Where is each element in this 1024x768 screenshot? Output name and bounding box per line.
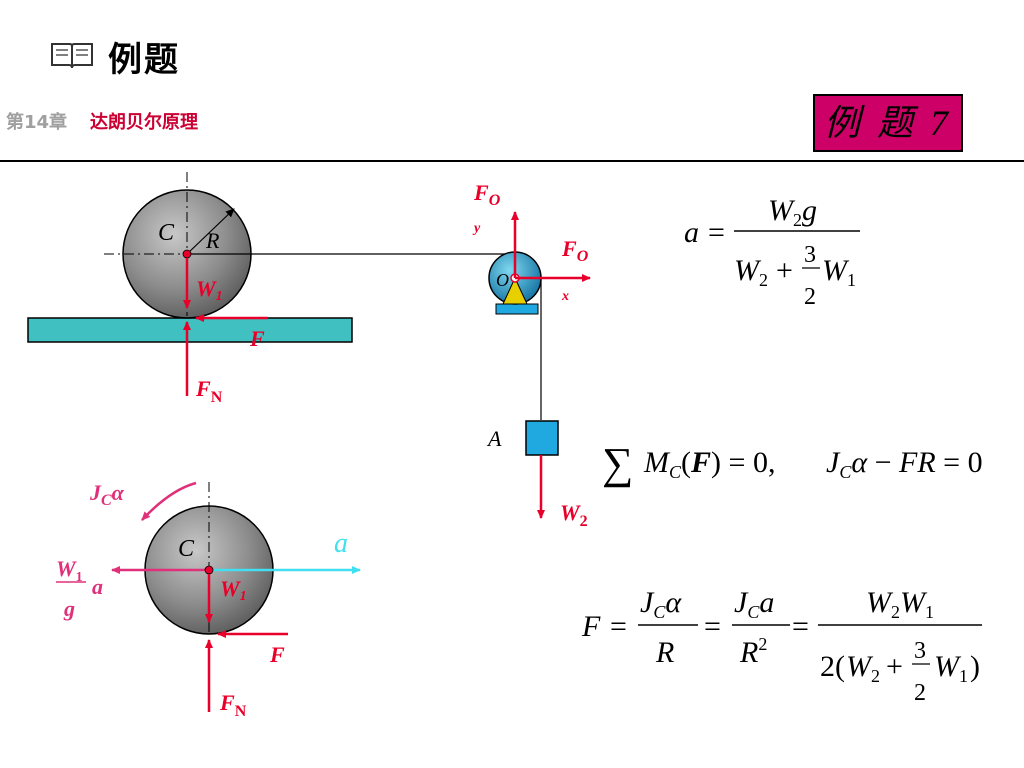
header-divider: [0, 160, 1024, 162]
svg-text:3: 3: [914, 638, 926, 664]
block-a: [525, 420, 559, 456]
equation-1: a = W2g W2 + 3 2 W1: [684, 194, 860, 310]
open-book-icon: [50, 40, 94, 75]
svg-text:∑: ∑: [602, 439, 633, 488]
svg-text:W2: W2: [734, 254, 768, 290]
ground-rail: [27, 317, 353, 343]
top-friction-label: F: [249, 326, 265, 351]
top-radius-label: R: [205, 228, 220, 253]
inertia-den: g: [63, 596, 75, 621]
w2-label: W2: [560, 500, 588, 530]
svg-text:=: =: [704, 610, 721, 643]
pulley-support: [502, 276, 528, 305]
svg-text:JCα − FR = 0: JCα − FR = 0: [826, 446, 983, 482]
foy-label: FO: [473, 180, 501, 209]
svg-text:W2W1: W2W1: [866, 586, 934, 622]
accel-label: a: [334, 528, 348, 559]
top-center-label: C: [158, 220, 175, 246]
bottom-fbd: JCα a W1 g a W1 C F FN: [56, 480, 361, 720]
inertia-a: a: [92, 574, 103, 599]
svg-text:=: =: [792, 610, 809, 643]
svg-text:2: 2: [914, 680, 926, 706]
svg-text:W1: W1: [934, 650, 968, 686]
svg-text:2(: 2(: [820, 650, 845, 683]
pulley-label: O: [496, 270, 509, 290]
fbd-normal-label: FN: [219, 690, 247, 720]
moment-arrow: [141, 481, 197, 521]
svg-text:R: R: [655, 636, 674, 669]
svg-text:R2: R2: [739, 634, 767, 669]
fbd-center-label: C: [178, 536, 195, 562]
svg-text:JCa: JCa: [734, 586, 774, 622]
chapter-label: 第14章: [6, 112, 68, 133]
svg-text:F: F: [581, 610, 601, 643]
equation-2: ∑ MC(F) = 0, JCα − FR = 0: [602, 439, 983, 488]
svg-text:+: +: [886, 650, 903, 683]
block-a-label: A: [486, 426, 502, 451]
top-normal-label: FN: [195, 376, 223, 406]
svg-text:JCα: JCα: [640, 586, 682, 622]
svg-text:2: 2: [804, 284, 816, 310]
svg-text:W2g: W2g: [768, 194, 817, 230]
svg-text:W2: W2: [846, 650, 880, 686]
inertia-num: W1: [56, 556, 83, 585]
moment-label: JCα: [89, 480, 125, 509]
chapter-title: 达朗贝尔原理: [90, 112, 198, 133]
equation-3: F = JCα R = JCa R2 = W2W1 2( W2 + 3 2 W1…: [581, 586, 982, 706]
top-system: C R W1 F FN O FO y FO x A W2: [27, 172, 591, 530]
svg-text:+: +: [776, 254, 793, 287]
svg-text:): ): [970, 650, 980, 683]
foy-subscript: y: [472, 221, 481, 236]
svg-text:MC(F) = 0,: MC(F) = 0,: [643, 446, 775, 482]
fox-subscript: x: [561, 289, 569, 304]
svg-text:=: =: [610, 610, 627, 643]
svg-text:a: a: [684, 216, 699, 249]
example-badge: 例 题 7: [813, 94, 963, 152]
top-w1-label: W1: [196, 276, 223, 304]
svg-text:W1: W1: [822, 254, 856, 290]
fbd-friction-label: F: [269, 642, 285, 667]
fox-label: FO: [561, 236, 589, 265]
slide-title: 例题: [108, 40, 180, 80]
svg-text:=: =: [708, 216, 725, 249]
pulley-base: [495, 303, 539, 315]
svg-text:3: 3: [804, 242, 816, 268]
fbd-w1-label: W1: [220, 576, 247, 604]
